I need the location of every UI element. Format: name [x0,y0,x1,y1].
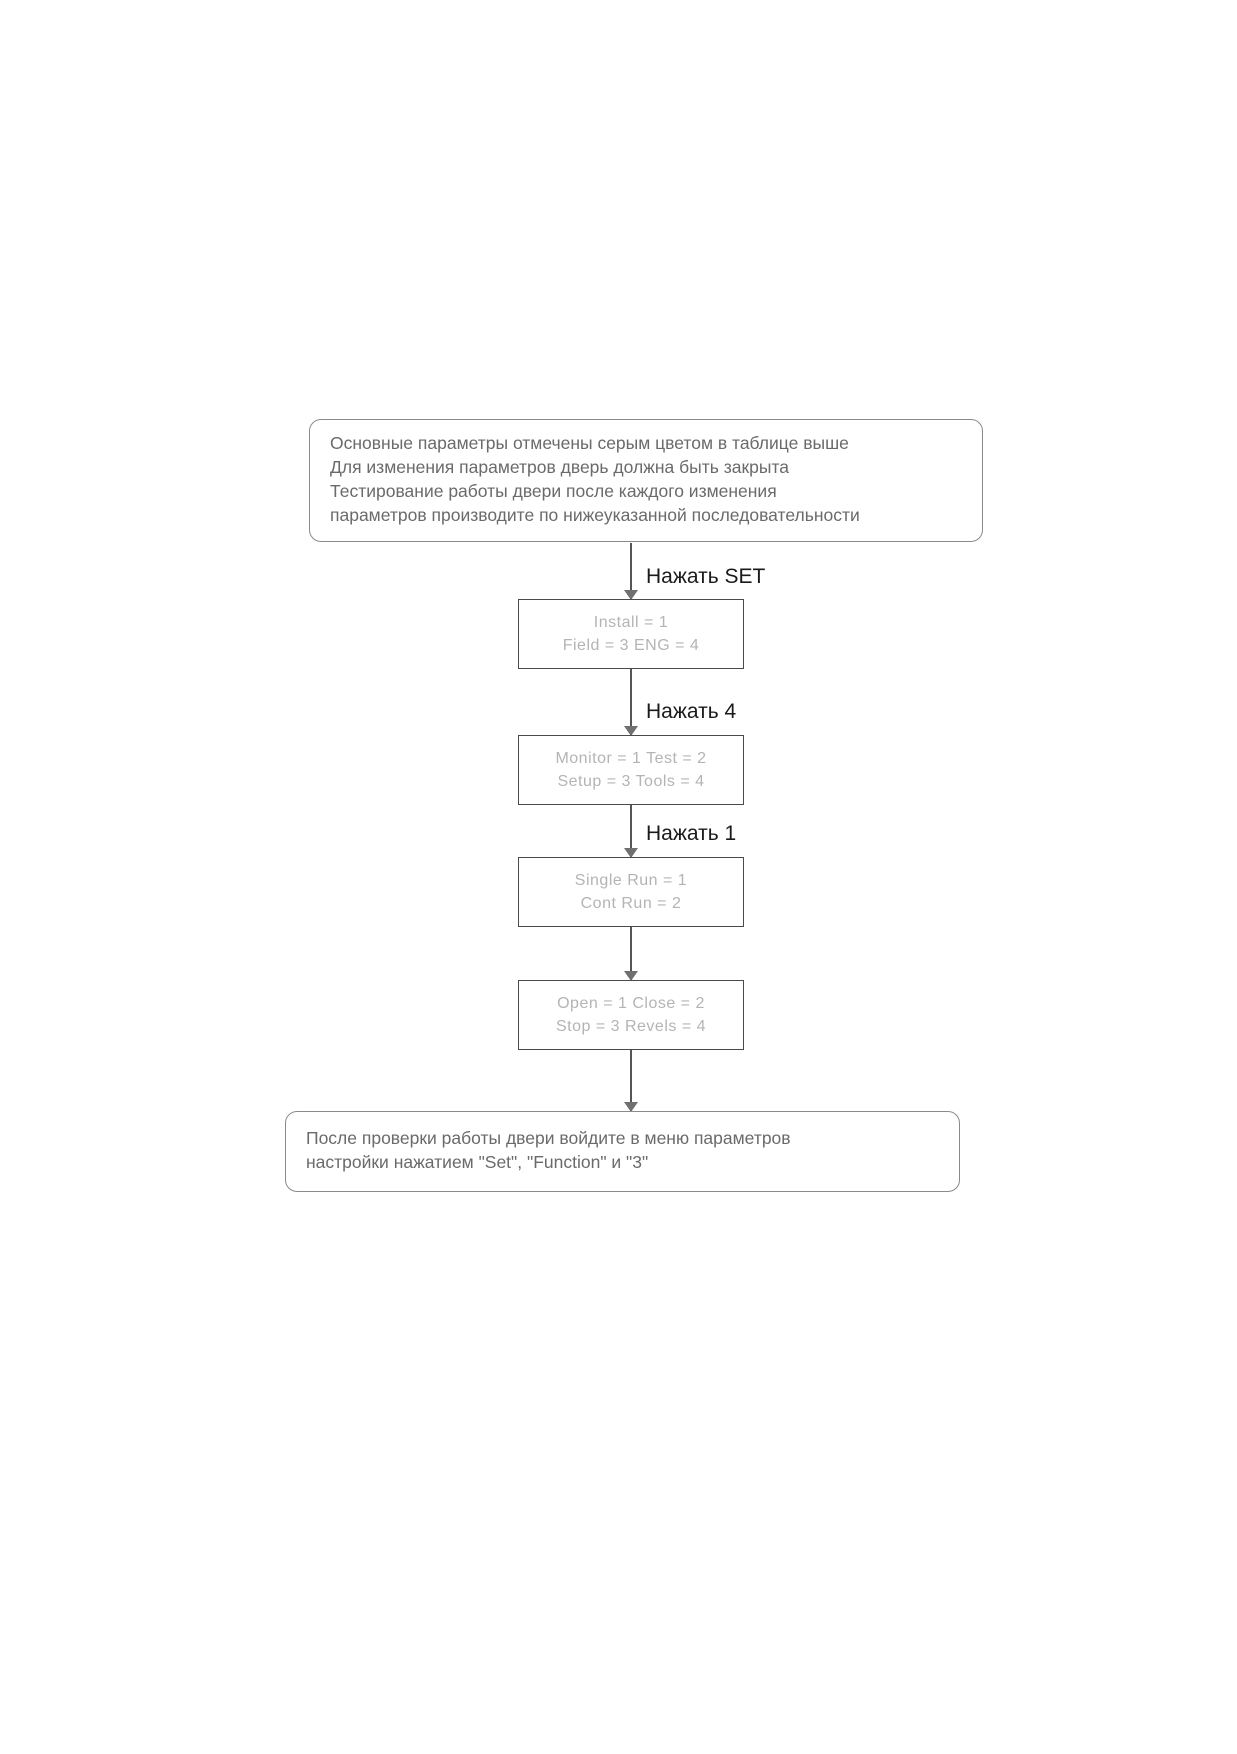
flow-arrow-4 [624,927,638,981]
intro-note-line-2: Для изменения параметров дверь должна бы… [330,457,789,477]
menu-box-run-mode-line-1: Single Run = 1 [574,872,688,889]
menu-box-door-commands-line-2: Stop = 3 Revels = 4 [555,1018,707,1035]
menu-box-install: Install = 1 Field = 3 ENG = 4 [518,599,744,669]
menu-box-door-commands-line-1: Open = 1 Close = 2 [557,995,705,1012]
menu-box-monitor-line-1: Monitor = 1 Test = 2 [555,750,707,767]
menu-box-run-mode-line-2: Cont Run = 2 [580,895,682,912]
intro-note-line-1: Основные параметры отмечены серым цветом… [330,433,849,453]
menu-box-monitor-line-2: Setup = 3 Tools = 4 [557,773,705,790]
flow-arrow-5 [624,1050,638,1112]
menu-box-install-line-1: Install = 1 [593,614,669,631]
menu-box-run-mode: Single Run = 1 Cont Run = 2 [518,857,744,927]
intro-note-box: Основные параметры отмечены серым цветом… [309,419,983,542]
step-label-press-1: Нажать 1 [646,822,737,845]
intro-note-line-3: Тестирование работы двери после каждого … [330,481,777,501]
flow-arrow-2 [624,669,638,736]
final-note-line-2: настройки нажатием "Set", "Function" и "… [306,1152,649,1172]
final-note-box: После проверки работы двери войдите в ме… [285,1111,960,1192]
intro-note-line-4: параметров производите по нижеуказанной … [330,505,860,525]
step-label-press-set: Нажать SET [646,565,766,588]
flow-arrow-1 [624,543,638,600]
menu-box-install-line-2: Field = 3 ENG = 4 [562,637,700,654]
menu-box-monitor: Monitor = 1 Test = 2 Setup = 3 Tools = 4 [518,735,744,805]
flow-arrow-3 [624,805,638,858]
step-label-press-4: Нажать 4 [646,700,737,723]
menu-box-door-commands: Open = 1 Close = 2 Stop = 3 Revels = 4 [518,980,744,1050]
final-note-line-1: После проверки работы двери войдите в ме… [306,1128,791,1148]
